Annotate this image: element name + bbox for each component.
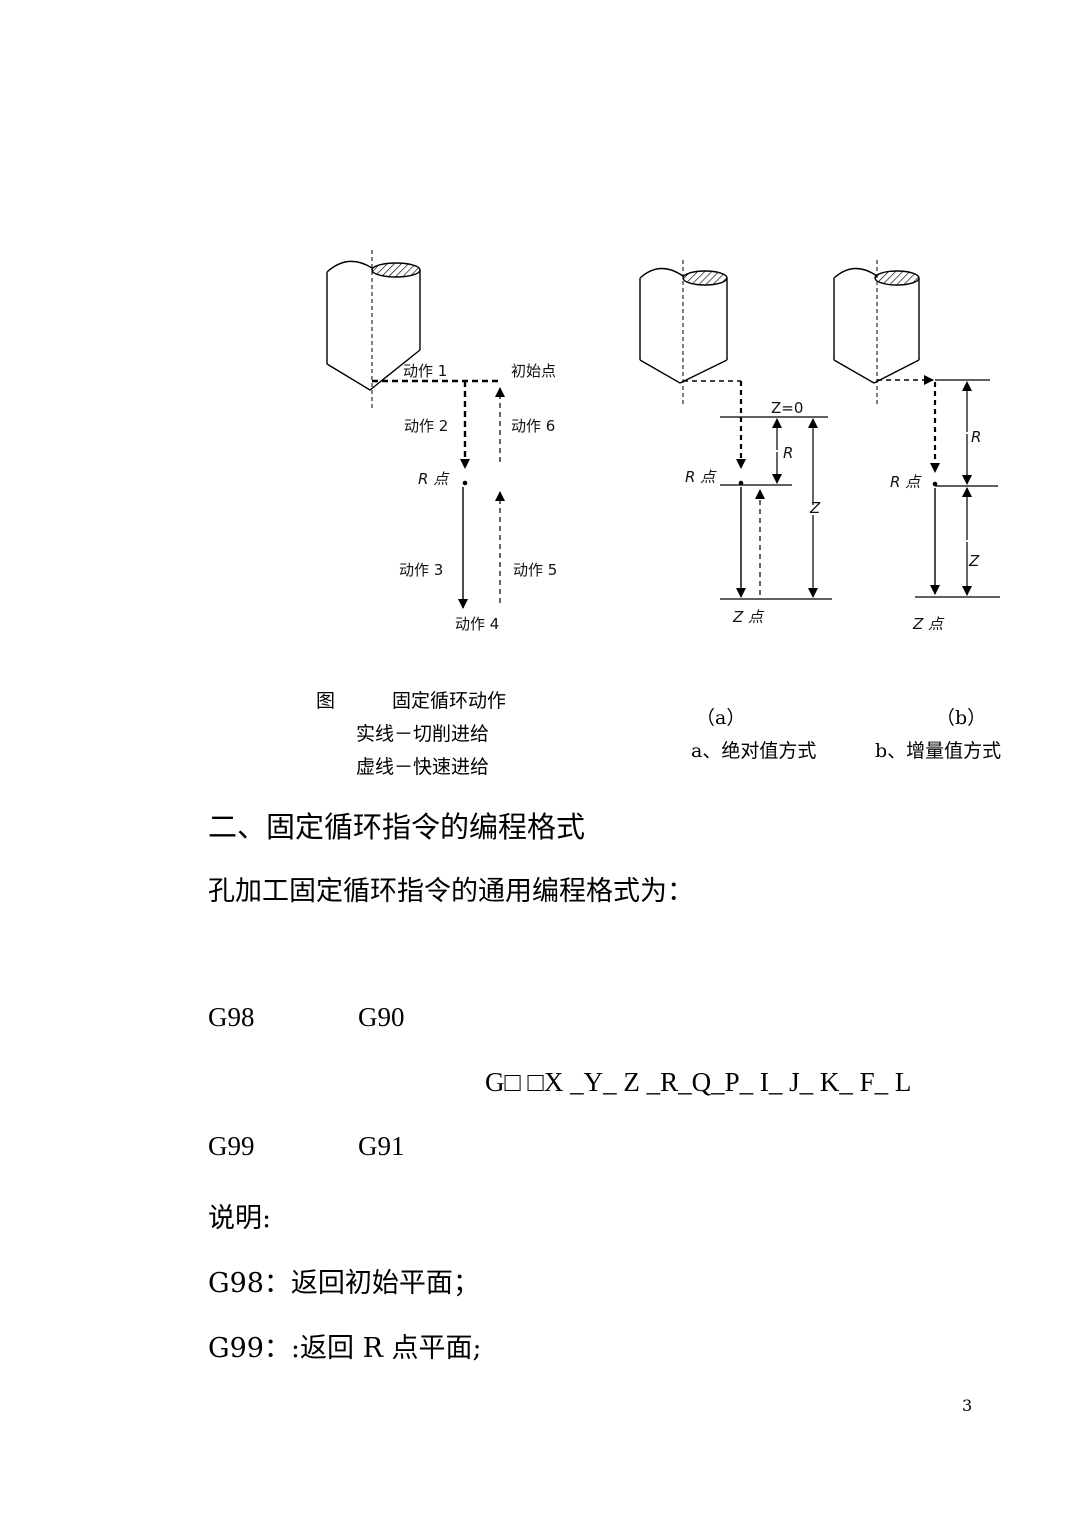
g91-option: G91 bbox=[358, 1131, 405, 1161]
label-r-dimension: R bbox=[783, 444, 793, 462]
note-g99: G99：:返回 R 点平面; bbox=[208, 1333, 482, 1364]
drill-tool bbox=[639, 260, 728, 405]
figure-label: 图 bbox=[316, 690, 336, 712]
caption-b-text: b、增量值方式 bbox=[875, 740, 1002, 762]
label-action-3: 动作 3 bbox=[399, 561, 443, 579]
label-action-5: 动作 5 bbox=[513, 561, 557, 579]
notes-title: 说明: bbox=[208, 1203, 272, 1234]
g90-option: G90 bbox=[358, 1002, 405, 1032]
label-r-point: R 点 bbox=[685, 468, 717, 486]
label-z-point: Z 点 bbox=[912, 615, 945, 633]
legend-solid-line: 实线－切削进给 bbox=[356, 723, 490, 745]
caption-a-text: a、绝对值方式 bbox=[691, 740, 817, 762]
caption-a-tag: （a） bbox=[696, 707, 746, 729]
label-action-2: 动作 2 bbox=[404, 417, 448, 435]
section-heading: 二、固定循环指令的编程格式 bbox=[208, 810, 586, 844]
absolute-mode-diagram: Z=0 R R 点 Z Z 点 bbox=[639, 260, 832, 626]
label-z-dimension: Z bbox=[968, 552, 980, 570]
fixed-cycle-diagram: 动作 1 初始点 动作 2 动作 6 R 点 动作 3 动作 5 动作 4 bbox=[326, 250, 557, 633]
label-action-4: 动作 4 bbox=[455, 615, 499, 633]
incremental-mode-diagram: R R 点 Z Z 点 bbox=[833, 260, 1000, 633]
dimension-lines bbox=[683, 380, 832, 600]
g98-option: G98 bbox=[208, 1002, 255, 1032]
drill-tool bbox=[833, 260, 920, 405]
dimension-lines bbox=[877, 375, 1000, 598]
label-r-point: R 点 bbox=[890, 473, 922, 491]
note-g98: G98：返回初始平面； bbox=[208, 1268, 480, 1299]
drill-tool bbox=[326, 250, 421, 410]
figure-title: 固定循环动作 bbox=[392, 690, 507, 712]
figures-area: 动作 1 初始点 动作 2 动作 6 R 点 动作 3 动作 5 动作 4 bbox=[326, 250, 1000, 633]
label-initial-point: 初始点 bbox=[511, 362, 556, 380]
label-r-point: R 点 bbox=[418, 470, 450, 488]
command-format: G□ □X _Y_ Z _R_Q_P_ I_ J_ K_ F_ L bbox=[485, 1067, 912, 1097]
g99-option: G99 bbox=[208, 1131, 255, 1161]
section-intro: 孔加工固定循环指令的通用编程格式为： bbox=[208, 876, 694, 907]
label-action-1: 动作 1 bbox=[403, 362, 447, 380]
tool-path bbox=[372, 379, 505, 609]
label-z-zero: Z=0 bbox=[771, 399, 803, 417]
page-number: 3 bbox=[962, 1396, 973, 1415]
label-z-point: Z 点 bbox=[732, 608, 765, 626]
caption-b-tag: （b） bbox=[936, 707, 987, 729]
label-action-6: 动作 6 bbox=[511, 417, 555, 435]
label-r-dimension: R bbox=[971, 428, 981, 446]
label-z-dimension: Z bbox=[809, 499, 821, 517]
legend-dashed-line: 虚线－快速进给 bbox=[356, 756, 490, 778]
